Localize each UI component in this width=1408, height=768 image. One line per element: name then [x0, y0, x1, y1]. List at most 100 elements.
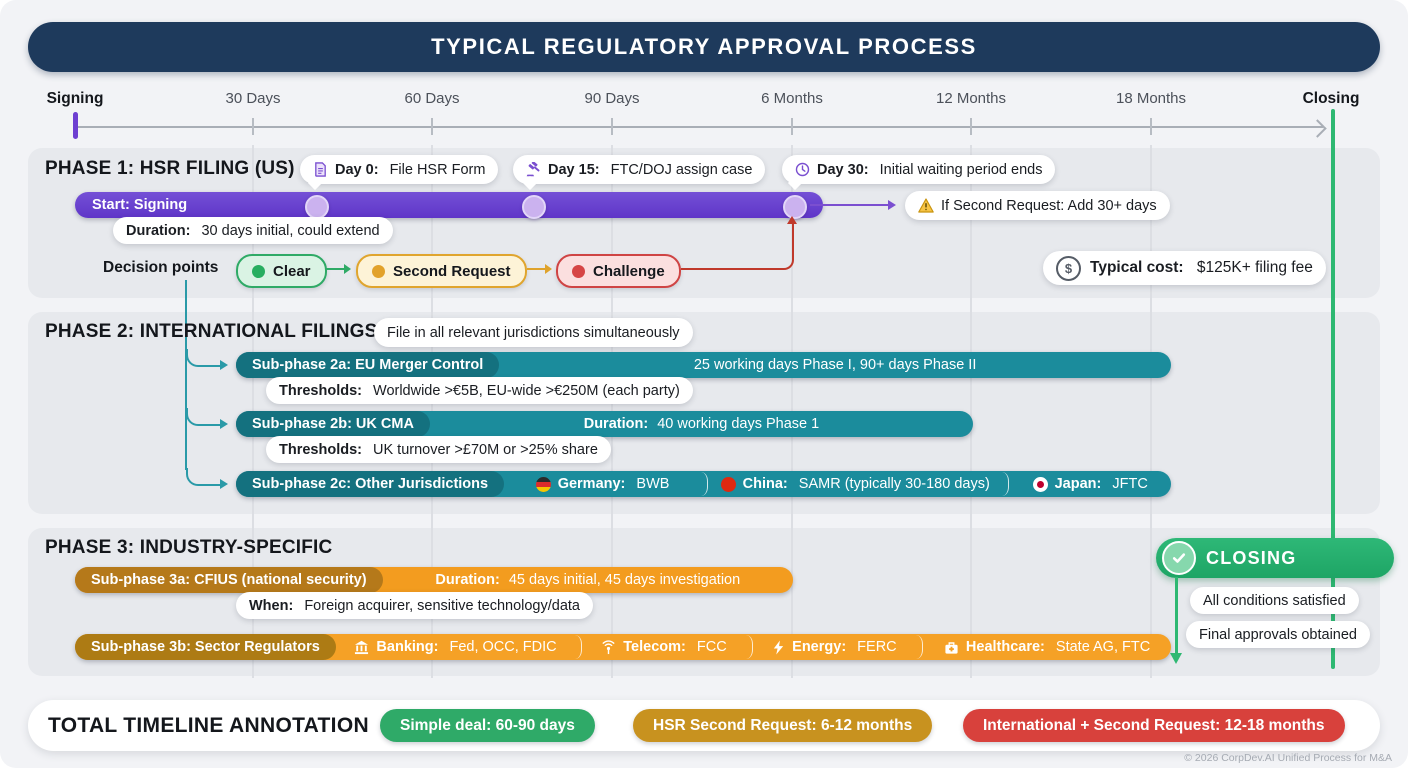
arrow-right-icon — [220, 419, 228, 429]
closing-arrow-line — [1175, 577, 1178, 653]
bolt-icon — [772, 639, 785, 655]
second-request-note: If Second Request: Add 30+ days — [905, 191, 1170, 220]
subphase-2c-bar: Sub-phase 2c: Other Jurisdictions German… — [236, 471, 1171, 497]
arrow-up-icon — [787, 216, 797, 224]
decision-arrow — [527, 268, 547, 270]
milestone-day30-label: Day 30: — [817, 161, 873, 178]
decision-second-request: Second Request — [356, 254, 527, 288]
decision-challenge-label: Challenge — [593, 262, 665, 280]
subphase-2a-info: 25 working days Phase I, 90+ days Phase … — [693, 357, 977, 373]
jurisdiction-japan: Japan: JFTC — [1009, 476, 1171, 492]
telecom-label: Telecom: — [623, 639, 690, 655]
axis-tick-60-days: 60 Days — [404, 90, 460, 107]
closing-badge: CLOSING — [1156, 538, 1394, 578]
document-icon — [313, 162, 328, 177]
footer-pill-hsr-second-request: HSR Second Request: 6-12 months — [633, 709, 933, 742]
duration-label: Duration: — [583, 416, 653, 432]
closing-note-2: Final approvals obtained — [1186, 621, 1370, 648]
footer-heading: TOTAL TIMELINE ANNOTATION — [48, 713, 369, 737]
sector-healthcare: Healthcare: State AG, FTC — [923, 639, 1171, 655]
phase2-note: File in all relevant jurisdictions simul… — [374, 318, 693, 347]
decision-points-label: Decision points — [103, 259, 219, 276]
china-text: SAMR (typically 30-180 days) — [798, 476, 990, 492]
milestone-day15: Day 15: FTC/DOJ assign case — [513, 155, 766, 191]
decision-second-request-label: Second Request — [393, 262, 511, 280]
subphase-2b-label: Sub-phase 2b: UK CMA — [236, 411, 430, 437]
milestone-day0: Day 0: File HSR Form — [300, 155, 499, 191]
second-request-connector — [810, 204, 890, 206]
warning-icon — [918, 198, 934, 213]
milestone-day30-text: Initial waiting period ends — [879, 161, 1043, 178]
branch-connector-2c — [186, 468, 224, 486]
antenna-icon — [601, 639, 616, 655]
segment-divider — [575, 635, 583, 659]
cost-label: Typical cost: — [1090, 259, 1188, 276]
subphase-3a-label: Sub-phase 3a: CFIUS (national security) — [75, 567, 383, 593]
typical-cost-note: $ Typical cost: $125K+ filing fee — [1043, 251, 1326, 285]
axis-tick-signing: Signing — [46, 90, 104, 107]
medical-bag-icon — [944, 640, 959, 655]
segment-divider — [701, 472, 709, 496]
decision-clear-label: Clear — [273, 262, 311, 280]
closing-note-1-text: All conditions satisfied — [1203, 592, 1346, 609]
decision-connector-trunk — [185, 280, 187, 470]
clock-icon — [795, 162, 810, 177]
gridline — [1150, 145, 1152, 678]
subphase-3b-bar: Sub-phase 3b: Sector Regulators Banking:… — [75, 634, 1171, 660]
segment-divider — [746, 635, 753, 659]
cost-text: $125K+ filing fee — [1196, 259, 1313, 276]
axis-tick-12-months: 12 Months — [935, 90, 1007, 107]
subphase-2c-label: Sub-phase 2c: Other Jurisdictions — [236, 471, 505, 497]
telecom-text: FCC — [696, 639, 727, 655]
japan-flag-icon — [1032, 476, 1048, 492]
when-label: When: — [249, 597, 298, 614]
subphase-2a-label: Sub-phase 2a: EU Merger Control — [236, 352, 500, 378]
footer-pill-international-text: International + Second Request: 12-18 mo… — [983, 716, 1325, 734]
subphase-2b-bar: Sub-phase 2b: UK CMA Duration: 40 workin… — [236, 411, 973, 437]
sector-energy: Energy: FERC — [753, 639, 916, 655]
segment-divider — [916, 635, 924, 659]
signing-tick — [73, 112, 78, 139]
timeline-axis — [75, 126, 1323, 128]
subphase-2b-thresholds: Thresholds: UK turnover >£70M or >25% sh… — [266, 436, 611, 463]
duration-label: Duration: — [435, 572, 504, 588]
germany-text: BWB — [636, 476, 670, 492]
closing-note-1: All conditions satisfied — [1190, 587, 1359, 614]
milestone-marker-day0 — [305, 195, 329, 219]
japan-label: Japan: — [1054, 476, 1106, 492]
milestone-day0-text: File HSR Form — [389, 161, 486, 178]
phase2-note-text: File in all relevant jurisdictions simul… — [387, 324, 680, 341]
footer-pill-international: International + Second Request: 12-18 mo… — [963, 709, 1345, 742]
subphase-2a-bar: Sub-phase 2a: EU Merger Control 25 worki… — [236, 352, 1171, 378]
banking-label: Banking: — [376, 639, 443, 655]
arrow-right-icon — [888, 199, 896, 210]
bank-icon — [354, 640, 369, 655]
tickmark — [970, 118, 972, 135]
footer-pill-hsr-second-request-text: HSR Second Request: 6-12 months — [653, 716, 913, 734]
branch-connector-2a — [186, 349, 224, 367]
milestone-day30: Day 30: Initial waiting period ends — [782, 155, 1056, 191]
diagram-title: TYPICAL REGULATORY APPROVAL PROCESS — [28, 22, 1380, 72]
healthcare-label: Healthcare: — [965, 639, 1049, 655]
thresholds-label: Thresholds: — [279, 382, 367, 399]
hsr-duration-note: Duration: 30 days initial, could extend — [113, 217, 393, 244]
tickmark — [1150, 118, 1152, 135]
subphase-3a-bar: Sub-phase 3a: CFIUS (national security) … — [75, 567, 793, 593]
axis-tick-90-days: 90 Days — [584, 90, 640, 107]
banking-text: Fed, OCC, FDIC — [449, 639, 557, 655]
subphase-2b-duration: 40 working days Phase 1 — [657, 416, 820, 432]
arrow-right-icon — [545, 264, 552, 274]
decision-challenge: Challenge — [556, 254, 681, 288]
energy-text: FERC — [857, 639, 897, 655]
tickmark — [431, 118, 433, 135]
hsr-bar-label: Start: Signing — [92, 197, 188, 213]
arrow-down-icon — [1170, 653, 1182, 664]
subphase-3b-label: Sub-phase 3b: Sector Regulators — [75, 634, 336, 660]
axis-tick-closing: Closing — [1302, 90, 1360, 107]
gavel-icon — [526, 162, 541, 177]
jurisdiction-china: China: SAMR (typically 30-180 days) — [708, 476, 1002, 492]
energy-label: Energy: — [792, 639, 851, 655]
subphase-2a-thresholds: Thresholds: Worldwide >€5B, EU-wide >€25… — [266, 377, 693, 404]
subphase-3a-duration: 45 days initial, 45 days investigation — [508, 572, 741, 588]
